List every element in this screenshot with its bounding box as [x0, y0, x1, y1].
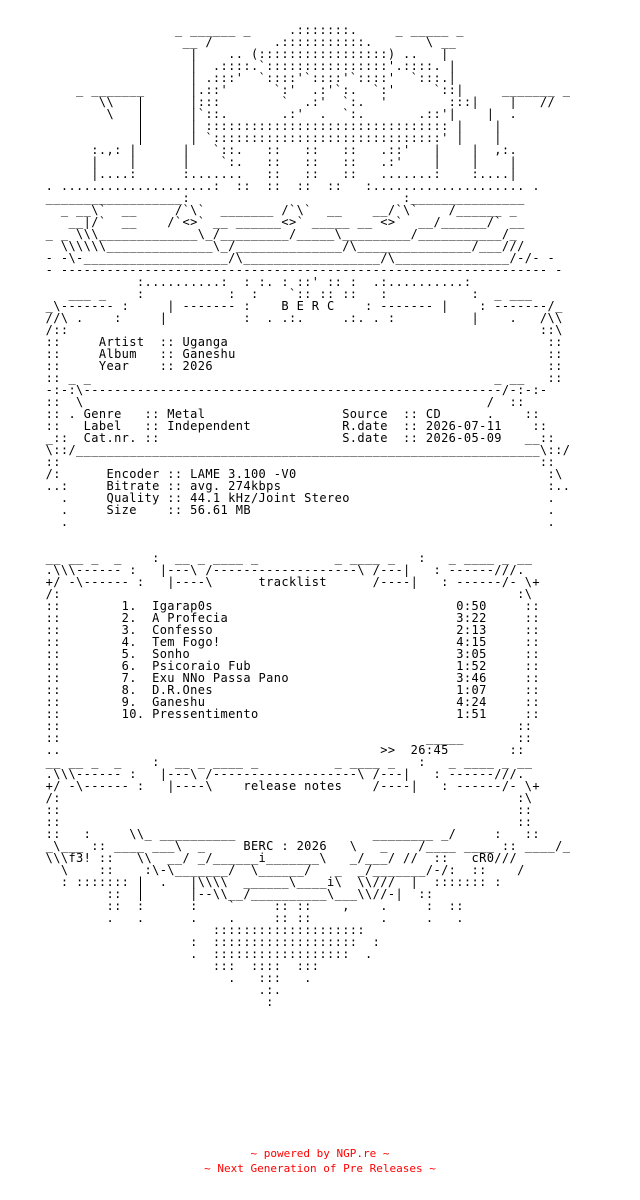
nfo-line: -:-:\-----------------------------------…	[0, 383, 548, 397]
nfo-line: \\\f3! :: \\ __/ _/______i_______\ _/___…	[0, 851, 518, 865]
nfo-line: /: Encoder :: LAME 3.100 -V0 :\	[0, 467, 563, 481]
nfo-line: .:.	[0, 983, 282, 997]
nfo-line: __|/` __ /`<>` __ ______<>` _____ __ <>`…	[0, 215, 525, 229]
nfo-line: _:: Cat.nr. :: S.date :: 2026-05-09 __::	[0, 431, 556, 445]
nfo-line: /: :\	[0, 791, 533, 805]
nfo-line: ..: Bitrate :: avg. 274kbps :..	[0, 479, 571, 493]
nfo-line: __ / .:::::::::::. \ __	[0, 35, 457, 49]
nfo-line: | .::::.`::::::::::::::::'.::::. |	[0, 59, 457, 73]
nfo-line: | | `::::::::::::::::::::::::::::::' | |	[0, 131, 502, 145]
tagline-line: ~ Next Generation of Pre Releases ~	[204, 1162, 436, 1175]
nfo-line: ::: :::: :::	[0, 959, 320, 973]
nfo-line: :: 8. D.R.Ones 1:07 ::	[0, 683, 540, 697]
nfo-line: _\------- : | ------- : B E R C : ------…	[0, 299, 563, 313]
nfo-line: :: : \\_ __________ ________ _/ : ::	[0, 827, 540, 841]
nfo-line: \\\\\\______________\_/______________/\_…	[0, 239, 525, 253]
nfo-line: :.,: | | `::. :: :: :: .::' | | ,:.	[0, 143, 518, 157]
nfo-line: :: 4. Tem Fogo! 4:15 ::	[0, 635, 540, 649]
nfo-line: :: 1. Igarap0s 0:50 ::	[0, 599, 540, 613]
nfo-line: . .	[0, 515, 556, 529]
nfo-line: __ __ _ _ : __ _ ____ _ _ ____ _ : _ ___…	[0, 755, 533, 769]
nfo-line: :: : : ` :: :: , . : ::	[0, 899, 464, 913]
nfo-line: :: ::	[0, 455, 556, 469]
nfo-line: :: 7. Exu NNo Passa Pano 3:46 ::	[0, 671, 540, 685]
nfo-line: _\___ :: ____ ___\ _ BERC : 2026 \ _ /__…	[0, 839, 571, 853]
nfo-line: :: 2. A Profecia 3:22 ::	[0, 611, 540, 625]
nfo-line: /: :\	[0, 587, 533, 601]
nfo-line: . Quality :: 44.1 kHz/Joint Stereo .	[0, 491, 556, 505]
nfo-line: . . . . :: :: . . .	[0, 911, 464, 925]
nfo-line: :: 3. Confesso 2:13 ::	[0, 623, 540, 637]
nfo-line: . ::: .	[0, 971, 312, 985]
nfo-line: .\\\------ : |---\ /-------------------\…	[0, 767, 525, 781]
nfo-line: :: Label :: Independent R.date :: 2026-0…	[0, 419, 548, 433]
powered-by-line: ~ powered by NGP.re ~	[250, 1147, 390, 1160]
nfo-line: /:: ::\	[0, 323, 563, 337]
nfo-line: \ :: :\-\_______/ \______/ _ _/_______/-…	[0, 863, 525, 877]
nfo-line: __ __ _ _ : __ _ ____ _ _ ____ _ : _ ___…	[0, 551, 533, 565]
nfo-line: - --------------------------------------…	[0, 263, 563, 277]
nfo-ascii-art: _ ______ _ .:::::::. _ _____ _ __ / .:::…	[0, 24, 640, 1008]
nfo-line: \ | |`::. .:' . `:. .::'| | .	[0, 107, 518, 121]
nfo-line: |....: :....... :: :: :: .......: :....|	[0, 167, 518, 181]
nfo-line: : ::::::: | . |\\\\ ______\____i\ \\/// …	[0, 875, 502, 889]
nfo-line: :: _ _ _ __ ::	[0, 371, 563, 385]
nfo-line: \\ | |::: ` .:' `:. ' :::| | //	[0, 95, 556, 109]
nfo-line: :: | |--\\__/__________\___\\//-| ::	[0, 887, 434, 901]
nfo-line: | | | `:. :: :: :: .:' | | |	[0, 155, 518, 169]
nfo-line: :: 6. Psicoraio Fub 1:52 ::	[0, 659, 540, 673]
nfo-line: .. >> 26:45 ::	[0, 743, 525, 757]
nfo-line: . :::::::::::::::::: .	[0, 947, 373, 961]
nfo-line: :: 5. Sonho 3:05 ::	[0, 647, 540, 661]
nfo-line: | .. (:::::::::::::::::) .. |	[0, 47, 449, 61]
nfo-line: :: 10. Pressentimento 1:51 ::	[0, 707, 540, 721]
nfo-line: ::::::::::::::::::::	[0, 923, 366, 937]
nfo-line	[0, 528, 640, 540]
nfo-line: :	[0, 995, 274, 1009]
nfo-line: :: ::	[0, 803, 533, 817]
nfo-line: :: Year :: 2026 ::	[0, 359, 563, 373]
nfo-line: :: _____ ::	[0, 731, 533, 745]
nfo-line: .\\\------ : |---\ /-------------------\…	[0, 563, 525, 577]
nfo-line: | | :::::::::::::::::::::::::::::::: | |	[0, 119, 502, 133]
nfo-line: _ _ \\\_____________\_/_________/_____\_…	[0, 227, 518, 241]
nfo-line: :: Album :: Ganeshu ::	[0, 347, 563, 361]
nfo-line: +/ -\------ : |----\ tracklist /----| : …	[0, 575, 540, 589]
nfo-line: _ ______ _ .:::::::. _ _____ _	[0, 23, 464, 37]
nfo-line: - -\-___________________/\______________…	[0, 251, 556, 265]
nfo-line: | .:::' `::::'`::::'`::::' `:::.|	[0, 71, 457, 85]
nfo-line: : ::::::::::::::::::: :	[0, 935, 381, 949]
nfo-line: :: Artist :: Uganga ::	[0, 335, 563, 349]
nfo-line: :: ::	[0, 815, 533, 829]
nfo-line: +/ -\------ : |----\ release notes /----…	[0, 779, 540, 793]
nfo-line: :: . Genre :: Metal Source :: CD . ::	[0, 407, 540, 421]
nfo-line: :: ::	[0, 719, 533, 733]
nfo-line: __________________: :_______________	[0, 191, 525, 205]
nfo-line: . Size :: 56.61 MB .	[0, 503, 556, 517]
nfo-line: ___ _ : : : `:: :: :: : : _ ___	[0, 287, 533, 301]
nfo-line: . ....................: :: :: :: :: :...…	[0, 179, 540, 193]
nfo-line: //\ . : | : . .:. .:. . : | . /\\	[0, 311, 563, 325]
nfo-line: \::/____________________________________…	[0, 443, 571, 457]
nfo-line: :: \ / ::	[0, 395, 525, 409]
nfo-line: _ _______ |.::' `:' .:'`:. `:' `::| ____…	[0, 83, 571, 97]
nfo-line: :..........: : :. : ::' :: : .:.........…	[0, 275, 472, 289]
nfo-line: :: 9. Ganeshu 4:24 ::	[0, 695, 540, 709]
nfo-line: _ __\` __ /`\` _______ /`\` __ __/`\` /_…	[0, 203, 518, 217]
